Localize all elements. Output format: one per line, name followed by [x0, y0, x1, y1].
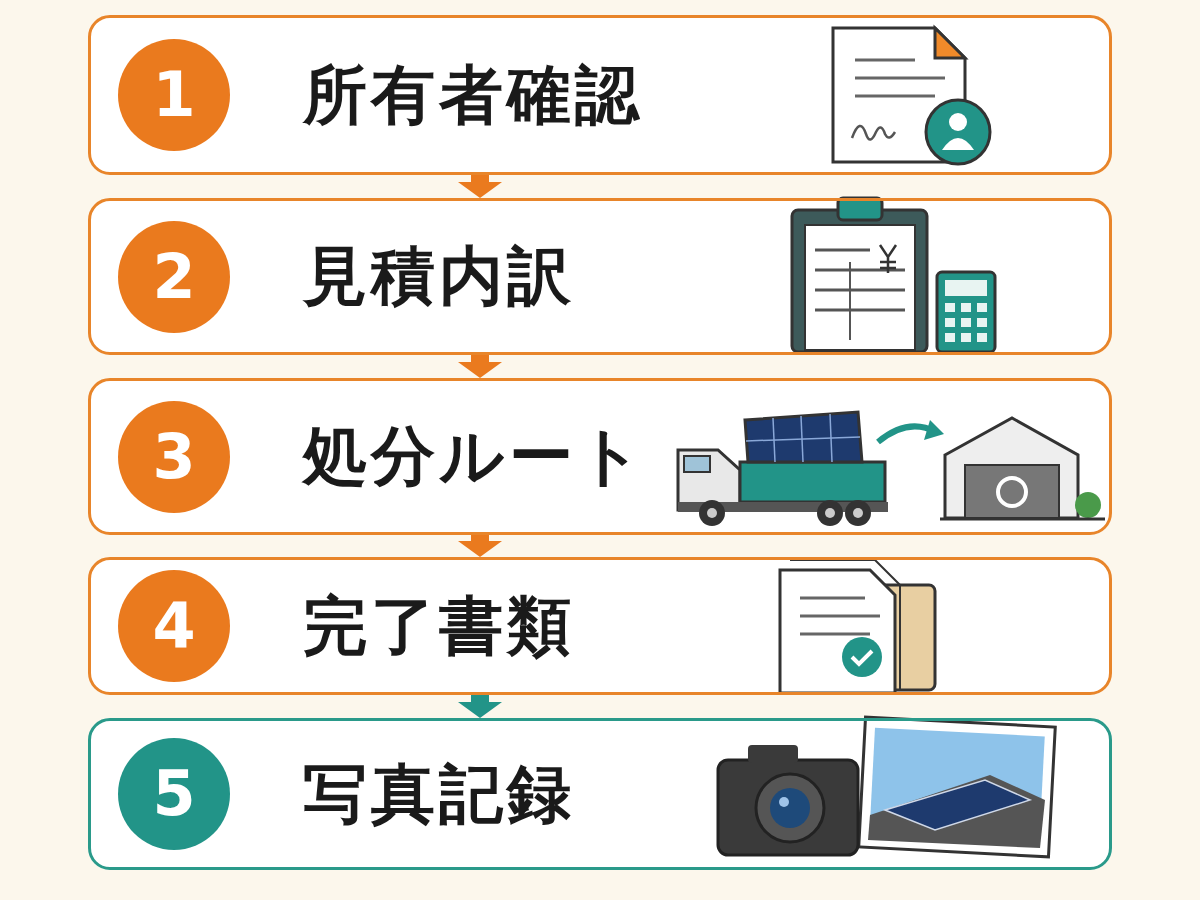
step-number: 3	[152, 426, 195, 488]
camera-photo-icon	[718, 717, 1055, 857]
step-box: 処分ルート 3	[88, 378, 1112, 535]
truck-icon	[678, 412, 1105, 526]
flow-arrow	[458, 695, 502, 718]
step-label: 見積内訳	[303, 241, 575, 311]
document-icon	[833, 28, 990, 164]
step-number: 2	[152, 246, 195, 308]
step-number-circle: 4	[118, 570, 230, 682]
flow-arrow	[458, 535, 502, 557]
step-label: 写真記録	[303, 759, 575, 829]
step-number-circle: 5	[118, 738, 230, 850]
step-number-circle: 2	[118, 221, 230, 333]
step-number: 1	[152, 64, 195, 126]
step-number-circle: 3	[118, 401, 230, 513]
step-number: 4	[152, 595, 195, 657]
step-label: 完了書類	[303, 591, 575, 661]
step-number: 5	[152, 763, 195, 825]
completion-docs-icon	[780, 560, 935, 693]
step-box: 写真記録 5	[88, 718, 1112, 870]
flow-arrow	[458, 175, 502, 198]
step-number-circle: 1	[118, 39, 230, 151]
step-box: 完了書類 4	[88, 557, 1112, 695]
step-label: 所有者確認	[303, 60, 643, 130]
step-box: 所有者確認 1	[88, 15, 1112, 175]
flow-arrow	[458, 355, 502, 378]
estimate-icon	[792, 198, 995, 352]
step-box: 見積内訳 2	[88, 198, 1112, 355]
step-label: 処分ルート	[303, 421, 647, 491]
